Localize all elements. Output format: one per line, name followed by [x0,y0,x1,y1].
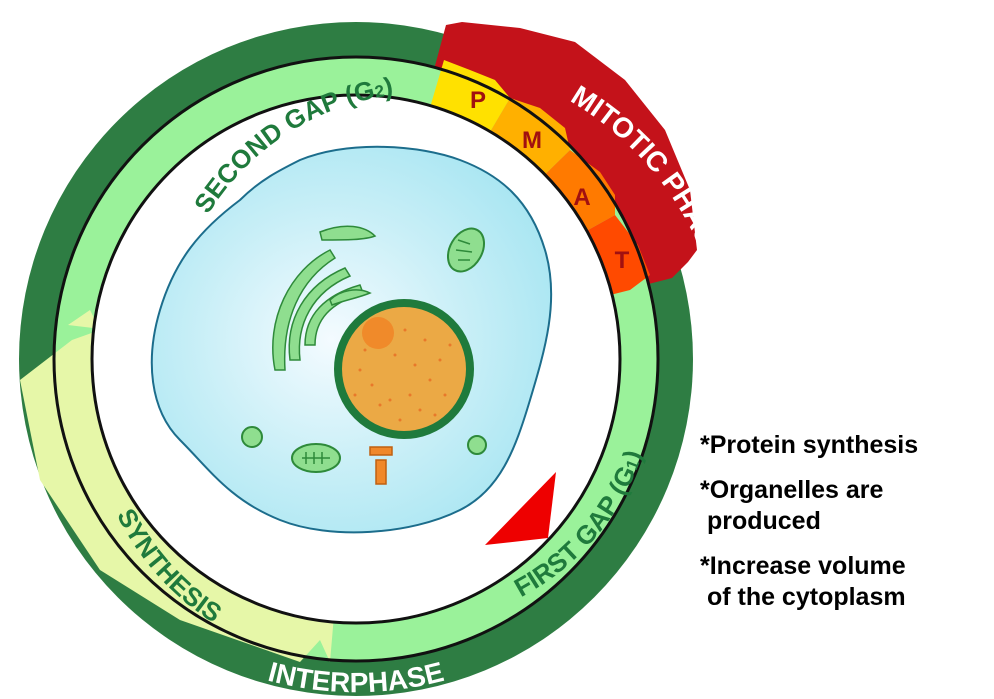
vesicle [467,435,487,455]
progression-arrow [485,472,556,545]
mitochondrion-top [446,227,486,273]
vesicle [241,426,263,448]
stage-letter-t: T [615,247,630,274]
note-protein-synthesis: *Protein synthesis [700,431,919,459]
centrosome [369,446,393,485]
stage-letter-a: A [573,184,590,211]
note-increase-volume: *Increase volume of the cytoplasm [700,552,906,611]
note-organelles-produced: *Organelles are produced [700,476,884,535]
nucleolus [362,317,394,349]
stage-letter-p: P [470,87,486,114]
mitochondrion-bottom [291,443,341,473]
g1-notes: *Protein synthesis *Organelles are produ… [700,430,990,627]
stage-letter-m: M [522,127,542,154]
nucleus [334,299,474,439]
golgi-apparatus [272,225,377,371]
chromatin-dots [353,328,452,422]
band-outline [52,55,660,663]
